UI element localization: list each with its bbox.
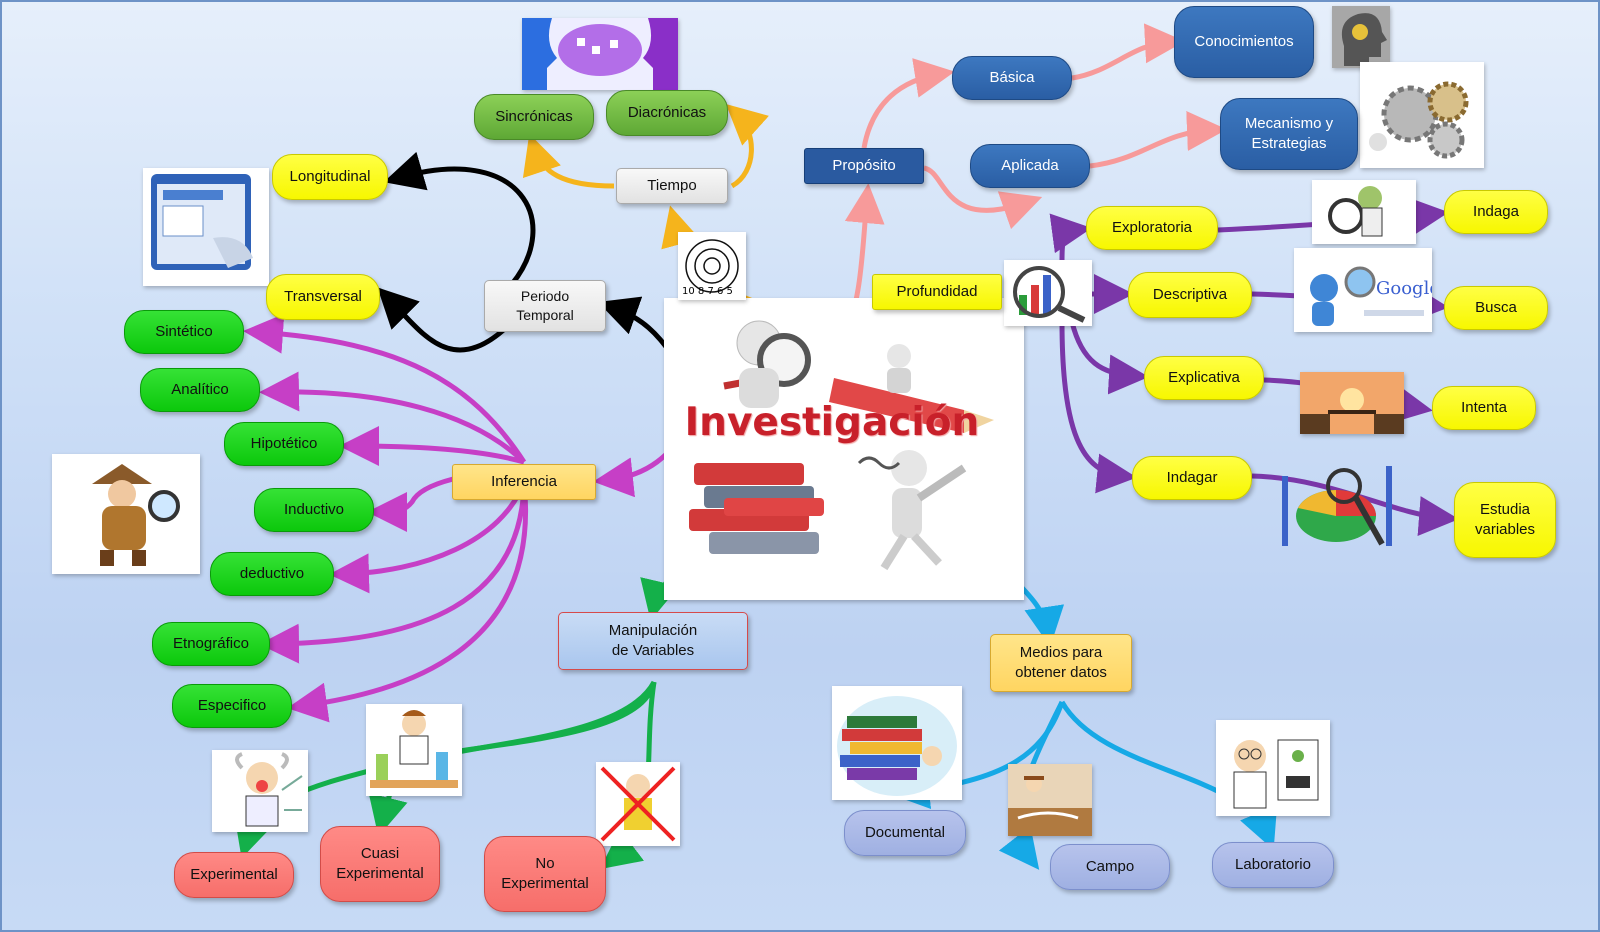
node-no-experimental[interactable]: No Experimental bbox=[484, 836, 606, 912]
clock-digits: 10 8 7 6 5 bbox=[682, 286, 733, 297]
link-profundidad-exploratoria bbox=[1049, 213, 1092, 265]
link-inferencia-deductivo bbox=[329, 481, 527, 594]
research-figures-icon bbox=[689, 320, 994, 571]
speech-heads-icon bbox=[522, 18, 678, 90]
clock-spiral-icon: 10 8 7 6 5 bbox=[682, 239, 739, 297]
link-inferencia-especifico bbox=[287, 481, 529, 723]
detective-magnifier-icon bbox=[92, 464, 180, 566]
node-explicativa[interactable]: Explicativa bbox=[1144, 356, 1264, 400]
node-periodo-temporal[interactable]: Periodo Temporal bbox=[484, 280, 606, 332]
crossed-scientist-image bbox=[596, 762, 680, 846]
node-laboratorio[interactable]: Laboratorio bbox=[1212, 842, 1334, 888]
node-especifico[interactable]: Especifico bbox=[172, 684, 292, 728]
node-diacronicas[interactable]: Diacrónicas bbox=[606, 90, 728, 136]
cartoon-inspector-icon bbox=[1328, 186, 1383, 237]
node-deductivo[interactable]: deductivo bbox=[210, 552, 334, 596]
node-indaga[interactable]: Indaga bbox=[1444, 190, 1548, 234]
node-manipulacion-variables[interactable]: Manipulación de Variables bbox=[558, 612, 748, 670]
chemist-image bbox=[366, 704, 462, 796]
google-search-image: Google bbox=[1294, 248, 1432, 332]
link-tiempo-diacronicas bbox=[725, 103, 769, 189]
fossil-dig-image bbox=[1008, 764, 1092, 836]
scientist-chart-icon bbox=[235, 752, 303, 827]
brain-head-icon bbox=[1341, 13, 1387, 66]
dialogue-image bbox=[522, 18, 678, 90]
link-periodo-longitudinal bbox=[383, 151, 536, 286]
link-tiempo-sincronicas bbox=[522, 133, 615, 189]
central-topic-title: Investigación bbox=[684, 400, 980, 445]
node-indagar[interactable]: Indagar bbox=[1132, 456, 1252, 500]
node-analitico[interactable]: Analítico bbox=[140, 368, 260, 412]
gears-icon bbox=[1369, 81, 1469, 159]
lab-equipment-icon bbox=[1233, 739, 1319, 809]
pie-chart-image bbox=[1274, 456, 1404, 564]
node-estudia-variables[interactable]: Estudia variables bbox=[1454, 482, 1556, 558]
node-inductivo[interactable]: Inductivo bbox=[254, 488, 374, 532]
scientist-image bbox=[212, 750, 308, 832]
link-inferencia-sintetico bbox=[243, 313, 527, 464]
node-etnografico[interactable]: Etnográfico bbox=[152, 622, 270, 666]
link-profundidad-indagar bbox=[1059, 321, 1137, 494]
link-inferencia-analitico bbox=[259, 371, 526, 464]
ants-bridge-image bbox=[1300, 372, 1404, 434]
center-illustration bbox=[664, 298, 1024, 600]
node-sintetico[interactable]: Sintético bbox=[124, 310, 244, 354]
link-proposito-aplicada bbox=[923, 165, 1043, 230]
node-intenta[interactable]: Intenta bbox=[1432, 386, 1536, 430]
node-longitudinal[interactable]: Longitudinal bbox=[272, 154, 388, 200]
node-cuasi-experimental[interactable]: Cuasi Experimental bbox=[320, 826, 440, 902]
node-experimental[interactable]: Experimental bbox=[174, 852, 294, 898]
pie-chart-magnifier-icon bbox=[1282, 466, 1392, 546]
node-basica[interactable]: Básica bbox=[952, 56, 1072, 100]
dinosaur-fossil-icon bbox=[1008, 764, 1092, 836]
link-proposito-basica bbox=[861, 58, 955, 149]
node-documental[interactable]: Documental bbox=[844, 810, 966, 856]
spiral-clock-image: 10 8 7 6 5 bbox=[678, 232, 746, 300]
node-transversal[interactable]: Transversal bbox=[266, 274, 380, 320]
node-descriptiva[interactable]: Descriptiva bbox=[1128, 272, 1252, 318]
chemist-flasks-icon bbox=[370, 710, 458, 788]
window-screen-image bbox=[143, 168, 269, 286]
bar-chart-magnifier-icon bbox=[1013, 266, 1086, 323]
node-proposito[interactable]: Propósito bbox=[804, 148, 924, 184]
ants-sunset-icon bbox=[1300, 372, 1404, 434]
node-tiempo[interactable]: Tiempo bbox=[616, 168, 728, 204]
no-experiment-icon bbox=[600, 766, 676, 842]
link-inferencia-etnografico bbox=[259, 481, 527, 664]
node-conocimientos[interactable]: Conocimientos bbox=[1174, 6, 1314, 78]
link-aplicada-mecanismo bbox=[1089, 111, 1227, 169]
lab-scientist-image bbox=[1216, 720, 1330, 816]
detective-cartoon-image bbox=[1312, 180, 1416, 244]
node-busca[interactable]: Busca bbox=[1444, 286, 1548, 330]
node-medios-obtener-datos[interactable]: Medios para obtener datos bbox=[990, 634, 1132, 692]
node-campo[interactable]: Campo bbox=[1050, 844, 1170, 890]
node-sincronicas[interactable]: Sincrónicas bbox=[474, 94, 594, 140]
node-mecanismo-estrategias[interactable]: Mecanismo y Estrategias bbox=[1220, 98, 1358, 170]
head-gears-image bbox=[1332, 6, 1390, 68]
gears-image bbox=[1360, 62, 1484, 168]
link-inferencia-hipotetico bbox=[339, 426, 525, 467]
node-hipotetico[interactable]: Hipotético bbox=[224, 422, 344, 466]
node-exploratoria[interactable]: Exploratoria bbox=[1086, 206, 1218, 250]
link-profundidad-explicativa bbox=[1069, 321, 1149, 395]
application-window-icon bbox=[151, 174, 253, 270]
magnifier-chart-image bbox=[1004, 260, 1092, 326]
node-profundidad[interactable]: Profundidad bbox=[872, 274, 1002, 310]
google-logo-text: Google bbox=[1376, 278, 1432, 299]
detective-image bbox=[52, 454, 200, 574]
stack-books-icon bbox=[837, 696, 957, 796]
books-reader-image bbox=[832, 686, 962, 800]
node-inferencia[interactable]: Inferencia bbox=[452, 464, 596, 500]
link-periodo-transversal bbox=[377, 287, 514, 353]
node-aplicada[interactable]: Aplicada bbox=[970, 144, 1090, 188]
link-basica-conocimientos bbox=[1071, 23, 1185, 81]
google-magnifier-icon: Google bbox=[1310, 266, 1432, 326]
